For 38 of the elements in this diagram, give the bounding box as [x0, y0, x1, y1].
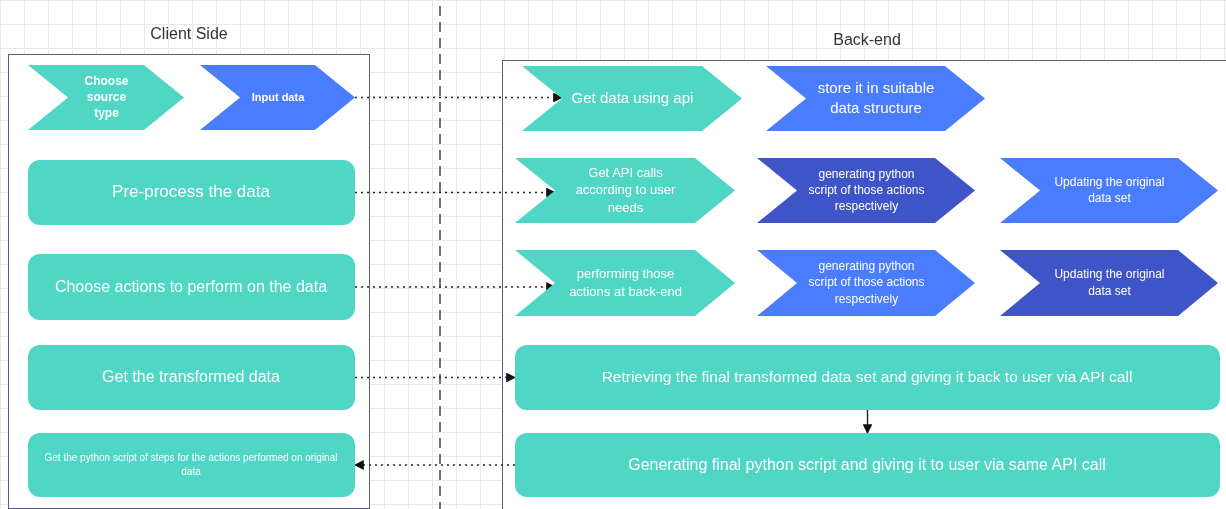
- panel-heading: Client Side: [149, 25, 229, 43]
- arrow: [354, 372, 516, 383]
- process-label: Retrieving the final transformed data set and giving it back to user via API call: [601, 366, 1133, 387]
- process-label: Choose actions to perform on the data: [54, 276, 328, 297]
- process-box: [27, 253, 355, 320]
- process-box: [514, 432, 1220, 497]
- chevron-step: [514, 249, 735, 316]
- chevron-step: [199, 64, 355, 130]
- process-label: Get the transformed data: [102, 367, 280, 388]
- step-label: Get data using api: [571, 87, 694, 108]
- chevron-step: [765, 65, 985, 131]
- step-label: Get API calls according to user needs: [574, 163, 677, 217]
- chevron-step: [999, 249, 1218, 316]
- step-label: store it in suitable data structure: [816, 77, 936, 118]
- arrow: [862, 409, 873, 434]
- process-box: [514, 344, 1220, 410]
- process-box: [27, 344, 355, 410]
- chevron-step: [999, 157, 1218, 223]
- panel-heading: Back-end: [832, 31, 902, 49]
- step-label: generating python script of those actions respectively: [807, 258, 926, 307]
- step-label: performing those actions at back-end: [568, 264, 683, 301]
- step-label: Choose source type: [83, 72, 130, 122]
- arrow: [354, 92, 563, 103]
- chevron-step: [756, 249, 975, 316]
- chevron-step: [756, 157, 975, 223]
- arrow: [354, 187, 556, 198]
- chevron-step: [27, 64, 184, 130]
- process-label: Get the python script of steps for the actions performed on original data: [43, 451, 339, 478]
- step-label: Updating the original data set: [1053, 173, 1166, 207]
- step-label: Updating the original data set: [1053, 266, 1166, 299]
- process-box: [27, 432, 355, 497]
- process-label: Pre-process the data: [112, 180, 270, 203]
- process-box: [27, 159, 355, 225]
- chevron-step: [521, 65, 742, 131]
- chevron-step: [514, 157, 735, 223]
- step-label: Input data: [251, 89, 305, 105]
- process-label: Generating final python script and giving it to user via same API call: [628, 454, 1106, 475]
- step-label: generating python script of those actions respectively: [807, 165, 926, 215]
